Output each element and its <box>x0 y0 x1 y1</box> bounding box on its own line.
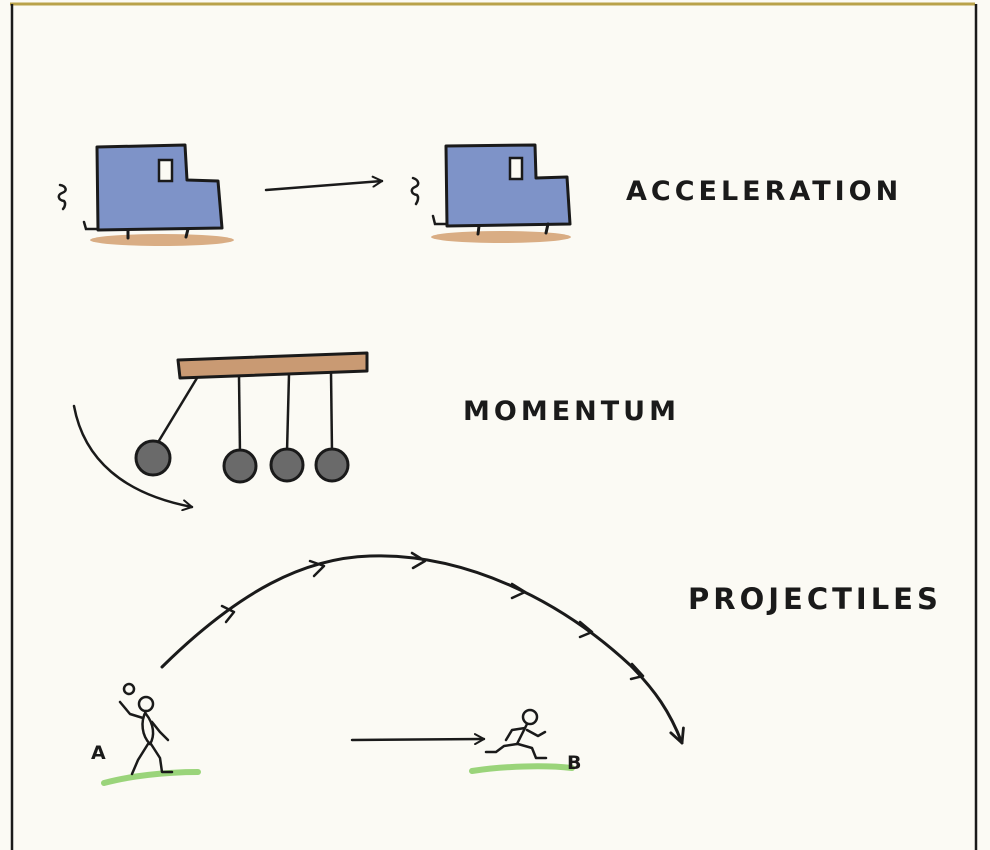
truck-right <box>410 143 572 243</box>
run-arrow <box>350 733 486 746</box>
cradle-bar <box>176 351 369 380</box>
projectile-trajectory <box>160 551 685 745</box>
label-acceleration: ACCELERATION <box>626 176 903 207</box>
ground-sand-left <box>90 234 234 246</box>
label-point-b: B <box>567 752 582 774</box>
newtons-cradle-icon <box>72 351 369 512</box>
truck-icon <box>95 143 224 232</box>
truck-window-right <box>508 156 524 181</box>
grass-a <box>101 769 201 786</box>
ball-3 <box>314 447 350 483</box>
exhaust-squiggle-right <box>410 176 420 206</box>
truck-icon-2 <box>444 143 572 228</box>
thrown-ball <box>122 682 136 696</box>
panel-frame <box>10 2 978 850</box>
grass-b <box>469 763 575 774</box>
stick-figure-icon <box>101 682 201 786</box>
ground-sand-right <box>431 231 571 243</box>
ball-1 <box>222 448 258 484</box>
exhaust-squiggle-left <box>57 183 67 211</box>
acceleration-arrow <box>264 175 384 192</box>
swing-arrow <box>72 404 194 512</box>
truck-left <box>57 143 234 246</box>
ball-2 <box>269 447 305 483</box>
label-point-a: A <box>91 742 106 764</box>
truck-window-left <box>157 158 174 183</box>
label-projectiles: PROJECTILES <box>688 582 942 616</box>
runner-figure <box>469 708 575 774</box>
ball-swinging <box>134 439 172 477</box>
label-momentum: MOMENTUM <box>463 396 680 427</box>
